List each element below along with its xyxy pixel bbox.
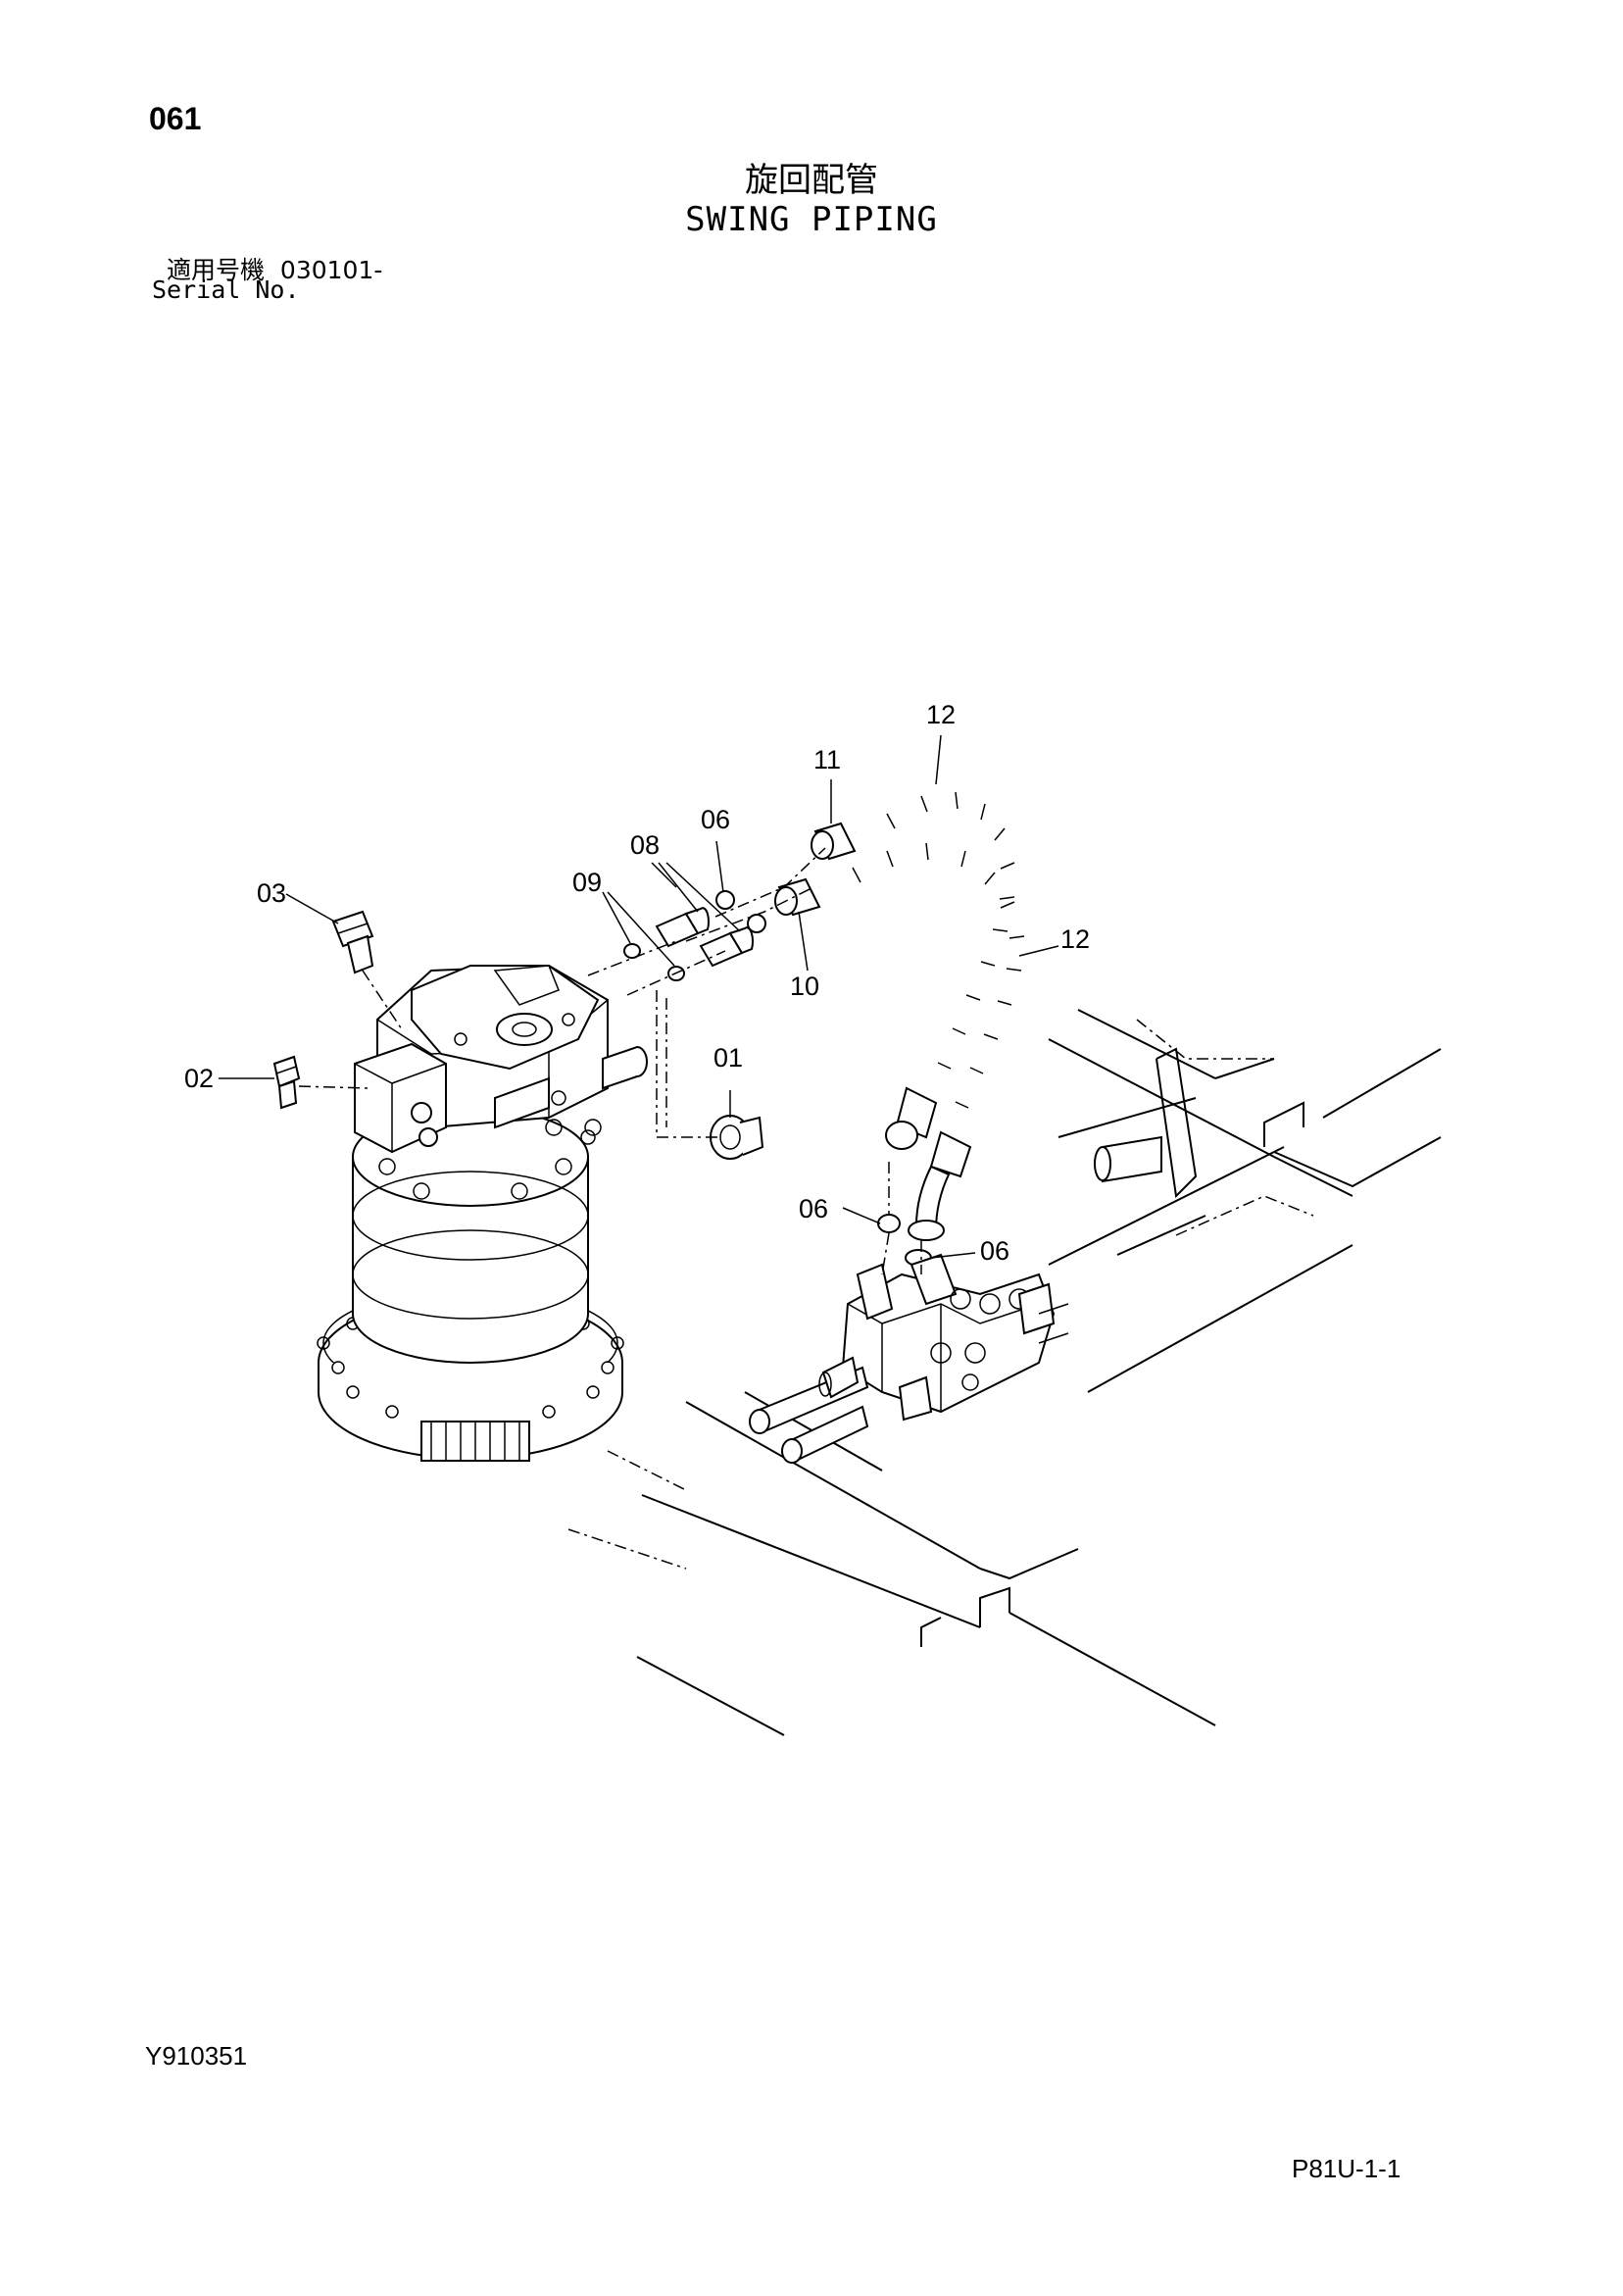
control-valve (749, 1253, 1069, 1464)
callout-02: 02 (184, 1064, 214, 1093)
serial-label-japanese: 適用号機 (167, 256, 266, 284)
fitting-03-elbow (331, 910, 374, 974)
serial-value: 030101- (279, 256, 383, 284)
fitting-09-orifice-pair (623, 943, 685, 981)
fitting-10-nut (774, 877, 821, 917)
callout-06-right: 06 (980, 1236, 1009, 1266)
callout-10: 10 (790, 972, 819, 1001)
callout-12-lower: 12 (1060, 924, 1090, 954)
hose-12-pair (815, 787, 1038, 1241)
drawing-code: Y910351 (145, 2041, 248, 2071)
callout-01: 01 (713, 1043, 743, 1073)
callout-12-upper: 12 (926, 700, 956, 729)
title-english: SWING PIPING (685, 200, 938, 239)
callout-08: 08 (630, 830, 660, 860)
fitting-11-nut (811, 822, 857, 861)
leader-lines (219, 734, 1059, 1259)
fitting-02-plug (272, 1055, 301, 1110)
swing-motor (317, 964, 648, 1462)
callout-03: 03 (257, 878, 286, 908)
lower-deck-outline (567, 1391, 1216, 1736)
callout-09: 09 (572, 868, 602, 897)
fitting-01-plug (710, 1115, 764, 1160)
callout-06-left: 06 (799, 1194, 828, 1223)
sheet-code: P81U-1-1 (1292, 2154, 1402, 2183)
callout-06-upper: 06 (701, 805, 730, 834)
page-number: 061 (149, 101, 202, 136)
fitting-08-adapter-pair (655, 907, 755, 968)
serial-label-english: Serial No. (152, 275, 300, 304)
serial-range: 適用号機 030101- (167, 251, 382, 286)
title-japanese: 旋回配管 (745, 161, 878, 200)
callout-11: 11 (813, 745, 841, 774)
upper-frame-outline (1048, 1009, 1442, 1393)
assembly-lines (298, 847, 922, 1275)
